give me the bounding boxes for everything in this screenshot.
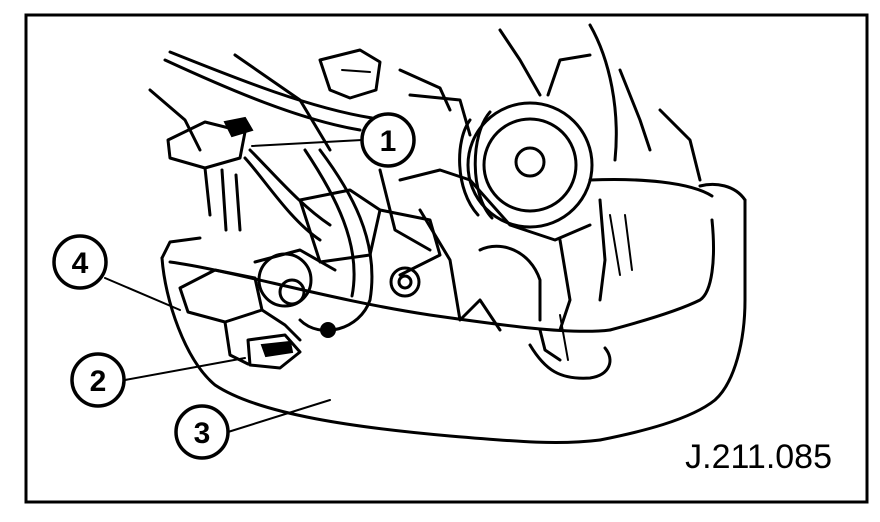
- callout-3: 3: [174, 404, 230, 460]
- leader-line-3: [227, 399, 331, 433]
- callout-4-label: 4: [72, 247, 89, 280]
- callout-2: 2: [70, 352, 126, 408]
- callout-4: 4: [52, 234, 108, 290]
- leader-line-1: [251, 139, 363, 147]
- engine-assembly-drawing: [148, 23, 747, 445]
- leader-line-2: [124, 357, 246, 381]
- callout-2-label: 2: [90, 365, 107, 398]
- callout-1-label: 1: [380, 125, 397, 158]
- callout-3-label: 3: [194, 417, 211, 450]
- figure-reference: J.211.085: [685, 438, 832, 476]
- callout-1: 1: [360, 112, 416, 168]
- leader-line-4: [104, 277, 181, 311]
- leader-lines: [104, 139, 363, 433]
- figure-frame: [24, 13, 869, 504]
